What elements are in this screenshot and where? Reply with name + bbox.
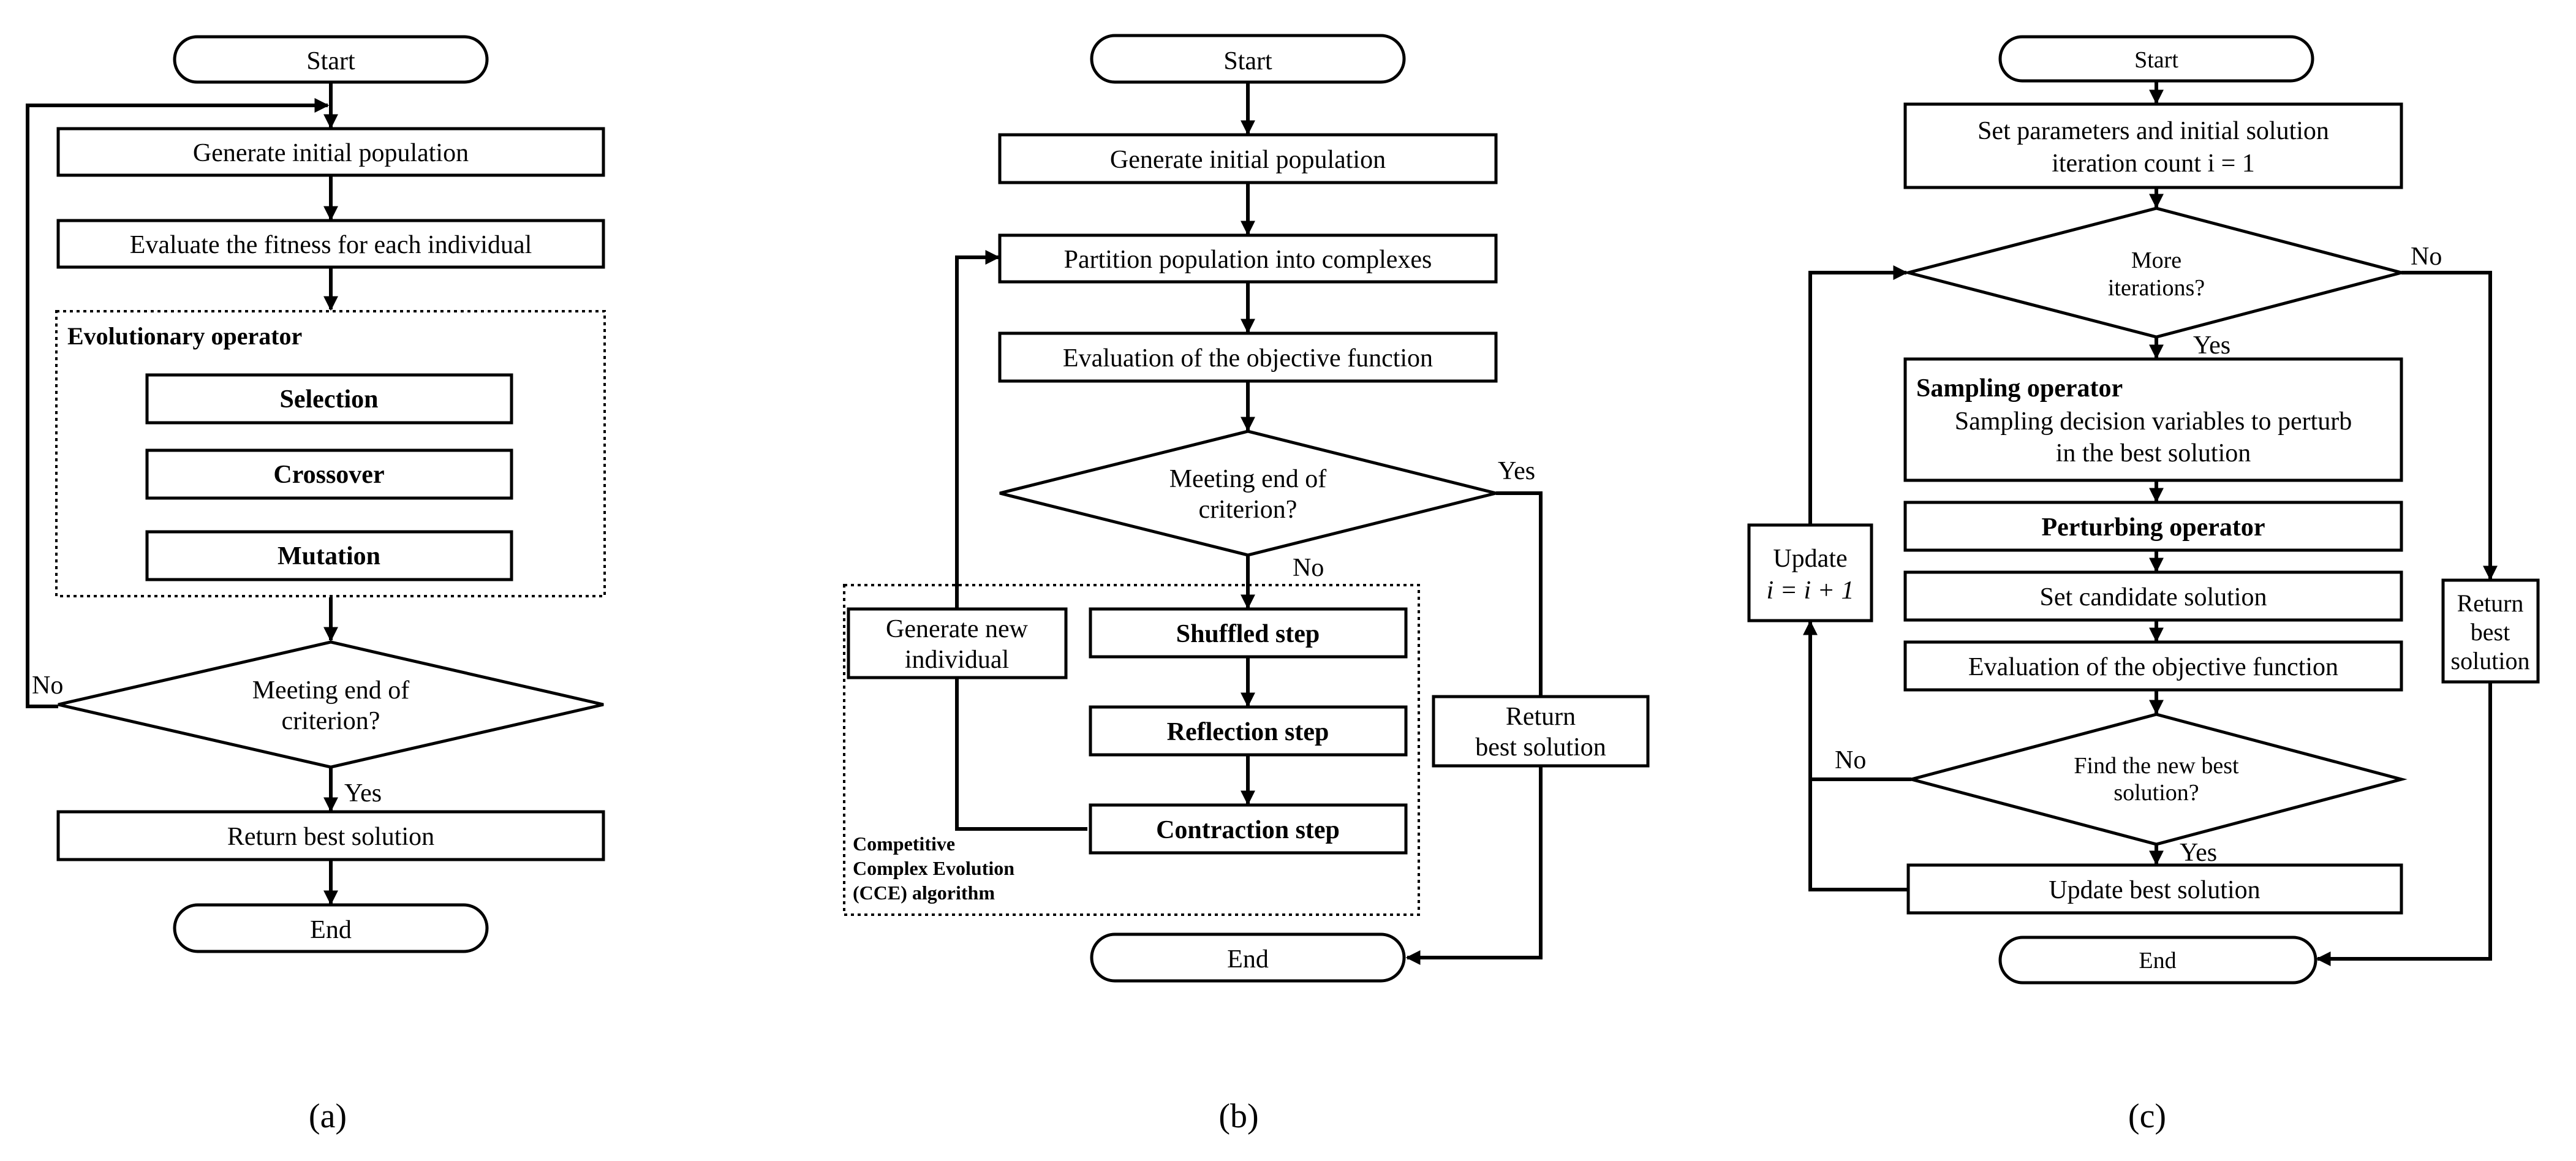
- partition-label: Partition population into complexes: [1064, 246, 1432, 274]
- end-label: End: [310, 916, 352, 944]
- evolutionary-operator-group: [55, 310, 606, 597]
- return-best-line1: Return: [2457, 589, 2524, 617]
- update-best-box: [1906, 863, 2403, 915]
- end-terminal: [1090, 932, 1406, 983]
- candidate-solution-box: [1903, 570, 2403, 622]
- return-best-label: Return best solution: [227, 823, 434, 851]
- cce-label-line3: (CCE) algorithm: [853, 882, 995, 904]
- find-best-line1: Find the new best: [2074, 753, 2239, 779]
- set-parameters-box: [1903, 102, 2403, 189]
- set-parameters-line1: Set parameters and initial solution: [1977, 117, 2329, 145]
- panel-b-caption: (b): [1218, 1097, 1258, 1135]
- return-best-line2: best: [2471, 618, 2510, 646]
- panel-b: Start Generate initial population Partit…: [843, 34, 1650, 1135]
- panel-a-connectors: [26, 81, 338, 906]
- sampling-operator-title: Sampling operator: [1916, 374, 2123, 403]
- return-best-line3: solution: [2451, 647, 2530, 675]
- return-best-label-line2: best solution: [1475, 733, 1606, 762]
- sampling-operator-box: [1903, 357, 2403, 482]
- generate-population-box: [998, 133, 1498, 184]
- more-iterations-line1: More: [2131, 248, 2181, 273]
- cce-label-line2: Complex Evolution: [853, 857, 1014, 879]
- evaluate-fitness-box: [56, 219, 605, 269]
- no-label: No: [32, 671, 63, 700]
- cce-label-line1: Competitive: [853, 833, 955, 855]
- shuffled-step-label: Shuffled step: [1176, 620, 1320, 648]
- generate-new-label-line1: Generate new: [886, 615, 1029, 643]
- start-label: Start: [306, 47, 355, 75]
- panel-c-connectors: [1803, 81, 2498, 966]
- contraction-step-label: Contraction step: [1156, 816, 1340, 844]
- end-label: End: [1227, 945, 1269, 974]
- update-iteration-line2: i = i + 1: [1766, 577, 1854, 605]
- no-label: No: [1293, 554, 1324, 582]
- crossover-label: Crossover: [273, 461, 384, 489]
- panel-c: Start Set parameters and initial solutio…: [1747, 35, 2540, 1135]
- start-label: Start: [1223, 47, 1272, 75]
- find-best-line2: solution?: [2113, 780, 2199, 806]
- reflection-step-label: Reflection step: [1167, 718, 1329, 746]
- update-best-label: Update best solution: [2049, 876, 2260, 904]
- generate-new-individual-box: [847, 607, 1068, 679]
- generate-population-label: Generate initial population: [1110, 146, 1386, 174]
- panel-a: Start Generate initial population Evalua…: [26, 35, 606, 1135]
- evaluate-fitness-label: Evaluate the fitness for each individual: [130, 231, 532, 259]
- return-best-box: [1432, 695, 1650, 768]
- criterion-label-line2: criterion?: [282, 707, 380, 735]
- set-parameters-line2: iteration count i = 1: [2052, 149, 2255, 178]
- perturbing-operator-label: Perturbing operator: [2041, 513, 2265, 542]
- evolutionary-operator-label: Evolutionary operator: [67, 322, 302, 350]
- start-terminal: [1998, 35, 2314, 83]
- shuffled-step-box: [1089, 607, 1408, 659]
- panel-b-connectors: [955, 82, 1543, 965]
- panel-a-caption: (a): [309, 1097, 347, 1135]
- candidate-solution-label: Set candidate solution: [2040, 583, 2267, 611]
- partition-box: [998, 233, 1498, 284]
- generate-population-label: Generate initial population: [193, 139, 469, 167]
- evaluation-label: Evaluation of the objective function: [1968, 653, 2338, 681]
- yes-label: Yes: [1498, 457, 1535, 485]
- selection-box: [145, 373, 513, 425]
- start-terminal: [173, 35, 489, 84]
- criterion-label-line1: Meeting end of: [252, 676, 410, 705]
- more-iterations-line2: iterations?: [2108, 275, 2205, 301]
- yes-top-label: Yes: [2193, 331, 2230, 360]
- panel-c-caption: (c): [2128, 1097, 2166, 1135]
- contraction-step-box: [1089, 803, 1408, 855]
- sampling-desc-line2: in the best solution: [2056, 439, 2251, 467]
- start-terminal: [1090, 34, 1406, 84]
- generate-new-label-line2: individual: [905, 646, 1009, 674]
- perturbing-operator-box: [1903, 501, 2403, 552]
- criterion-decision: [999, 429, 1497, 557]
- crossover-box: [145, 448, 513, 500]
- evaluation-label: Evaluation of the objective function: [1063, 344, 1433, 373]
- criterion-label-line1: Meeting end of: [1169, 465, 1327, 493]
- no-bottom-label: No: [1835, 746, 1866, 774]
- return-best-box: [56, 810, 605, 861]
- reflection-step-box: [1089, 705, 1408, 757]
- no-top-label: No: [2411, 243, 2442, 271]
- update-iteration-box: [1747, 523, 1873, 622]
- yes-bottom-label: Yes: [2180, 839, 2217, 867]
- generate-population-box: [56, 127, 605, 177]
- sampling-desc-line1: Sampling decision variables to perturb: [1955, 407, 2352, 436]
- mutation-label: Mutation: [278, 542, 380, 570]
- yes-label: Yes: [344, 779, 382, 807]
- return-best-label-line1: Return: [1506, 703, 1576, 731]
- start-label: Start: [2134, 47, 2178, 73]
- end-label: End: [2139, 948, 2176, 974]
- return-best-box: [2441, 578, 2540, 684]
- selection-label: Selection: [280, 385, 379, 414]
- end-terminal: [173, 903, 489, 953]
- evaluation-box: [998, 331, 1498, 383]
- more-iterations-decision: [1902, 206, 2408, 339]
- criterion-decision: [58, 640, 604, 769]
- criterion-label-line2: criterion?: [1199, 496, 1297, 524]
- end-terminal: [1998, 936, 2317, 985]
- update-iteration-line1: Update: [1773, 545, 1847, 573]
- evaluation-box: [1903, 640, 2403, 692]
- mutation-box: [145, 530, 513, 581]
- find-best-decision: [1905, 713, 2408, 846]
